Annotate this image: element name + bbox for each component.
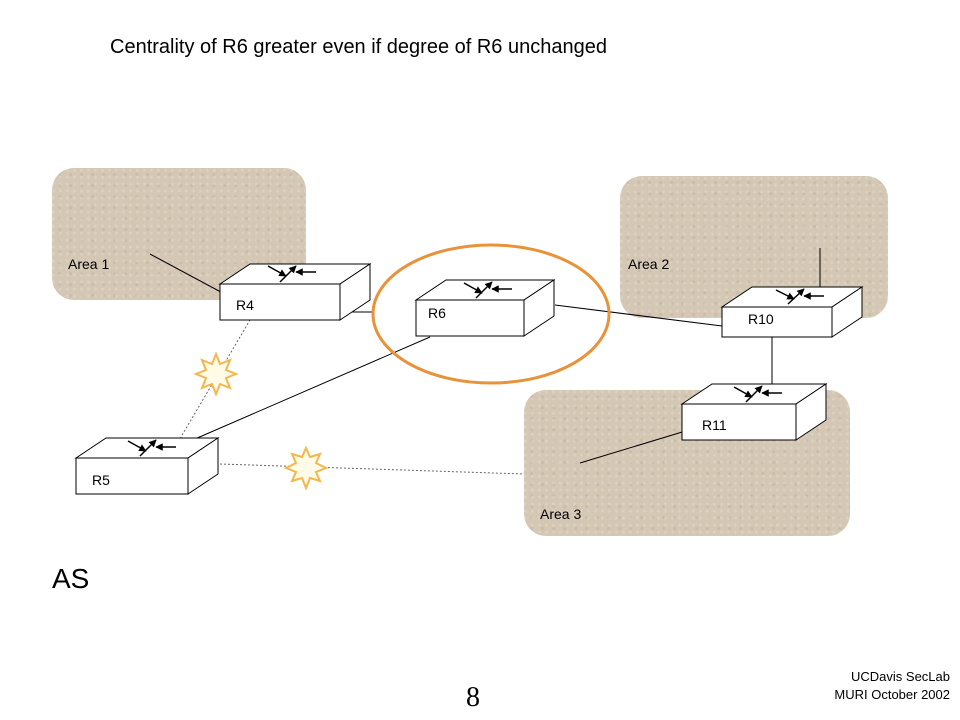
router-arrows-icon bbox=[267, 265, 316, 283]
area-2-label: Area 2 bbox=[628, 256, 670, 272]
router-r11 bbox=[680, 383, 828, 441]
router-r10-label: R10 bbox=[748, 311, 774, 327]
failed-link-r5-area3 bbox=[219, 463, 525, 475]
router-r11-label: R11 bbox=[702, 417, 727, 433]
router-r6-label: R6 bbox=[428, 305, 446, 321]
failure-burst-icon bbox=[283, 445, 329, 491]
router-arrows-icon bbox=[775, 288, 824, 305]
slide-title: Centrality of R6 greater even if degree … bbox=[110, 36, 607, 58]
footer-line-1: UCDavis SecLab bbox=[851, 669, 950, 684]
link-r6-r10 bbox=[554, 304, 723, 327]
router-arrows-icon bbox=[127, 439, 176, 457]
link-area1-r4 bbox=[149, 253, 233, 299]
router-r10 bbox=[720, 286, 864, 338]
footer: UCDavis SecLab MURI October 2002 bbox=[834, 668, 950, 704]
router-r4-label: R4 bbox=[236, 297, 254, 313]
link-r5-r6 bbox=[187, 336, 431, 443]
area-1-label: Area 1 bbox=[68, 256, 110, 272]
r6-highlight-ring bbox=[371, 243, 611, 385]
failed-links bbox=[177, 319, 525, 475]
router-r5-label: R5 bbox=[92, 472, 110, 488]
area-3-label: Area 3 bbox=[540, 506, 582, 522]
failure-burst-icon bbox=[193, 351, 239, 397]
as-label: AS bbox=[52, 563, 90, 594]
footer-line-2: MURI October 2002 bbox=[834, 687, 950, 702]
page-number: 8 bbox=[466, 682, 480, 713]
router-arrows-icon bbox=[733, 385, 782, 403]
router-r4 bbox=[218, 263, 372, 321]
router-arrows-icon bbox=[463, 281, 512, 299]
